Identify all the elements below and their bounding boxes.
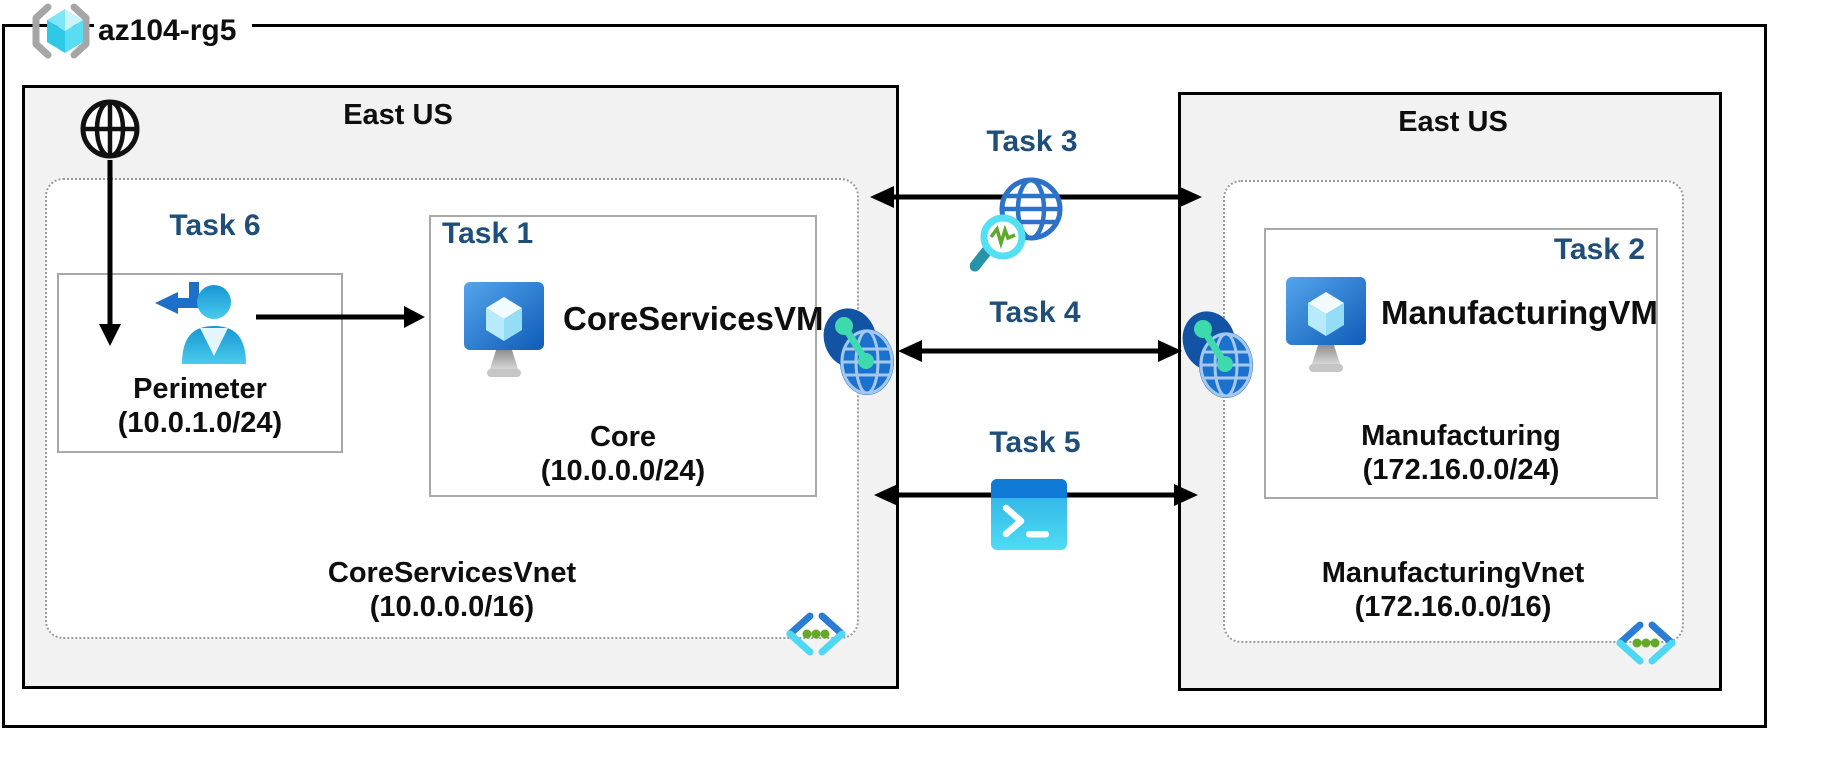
task5-label: Task 5 [989, 426, 1081, 459]
perimeter-subnet-name: Perimeter [133, 373, 267, 405]
task6-label: Task 6 [169, 209, 261, 242]
task1-core-subnet-box [429, 215, 817, 497]
code-brackets-icon [786, 610, 846, 658]
internet-globe-icon [80, 99, 140, 159]
code-brackets-icon [1616, 619, 1676, 667]
virtual-machine-icon [1286, 277, 1366, 372]
region-core-location: East US [343, 99, 453, 131]
cloud-shell-icon [991, 479, 1067, 550]
core-subnet-cidr: (10.0.0.0/24) [540, 455, 706, 487]
resource-group-label-backdrop [94, 6, 252, 48]
core-vnet-cidr: (10.0.0.0/16) [369, 591, 535, 623]
resource-group-name: az104-rg5 [98, 14, 237, 47]
core-vnet-name: CoreServicesVnet [327, 557, 577, 589]
guest-user-icon [155, 282, 246, 364]
core-subnet-name: Core [589, 421, 657, 453]
vnet-peering-icon [1181, 309, 1255, 399]
task2-label: Task 2 [1553, 233, 1645, 266]
resource-group-icon [32, 3, 90, 59]
region-manufacturing-location: East US [1398, 106, 1508, 138]
virtual-machine-icon [464, 282, 544, 377]
task3-label: Task 3 [986, 125, 1078, 158]
manufacturing-vnet-cidr: (172.16.0.0/16) [1354, 591, 1552, 623]
manufacturing-subnet-name: Manufacturing [1361, 420, 1561, 452]
task1-label: Task 1 [442, 217, 534, 250]
vnet-peering-icon [822, 306, 896, 396]
perimeter-subnet-cidr: (10.0.1.0/24) [117, 407, 283, 439]
manufacturing-subnet-cidr: (172.16.0.0/24) [1362, 454, 1560, 486]
task4-label: Task 4 [989, 296, 1081, 329]
manufacturing-vm-name: ManufacturingVM [1381, 294, 1658, 331]
network-watcher-icon [970, 177, 1063, 272]
manufacturing-vnet-name: ManufacturingVnet [1321, 557, 1585, 589]
core-vm-name: CoreServicesVM [563, 300, 824, 337]
